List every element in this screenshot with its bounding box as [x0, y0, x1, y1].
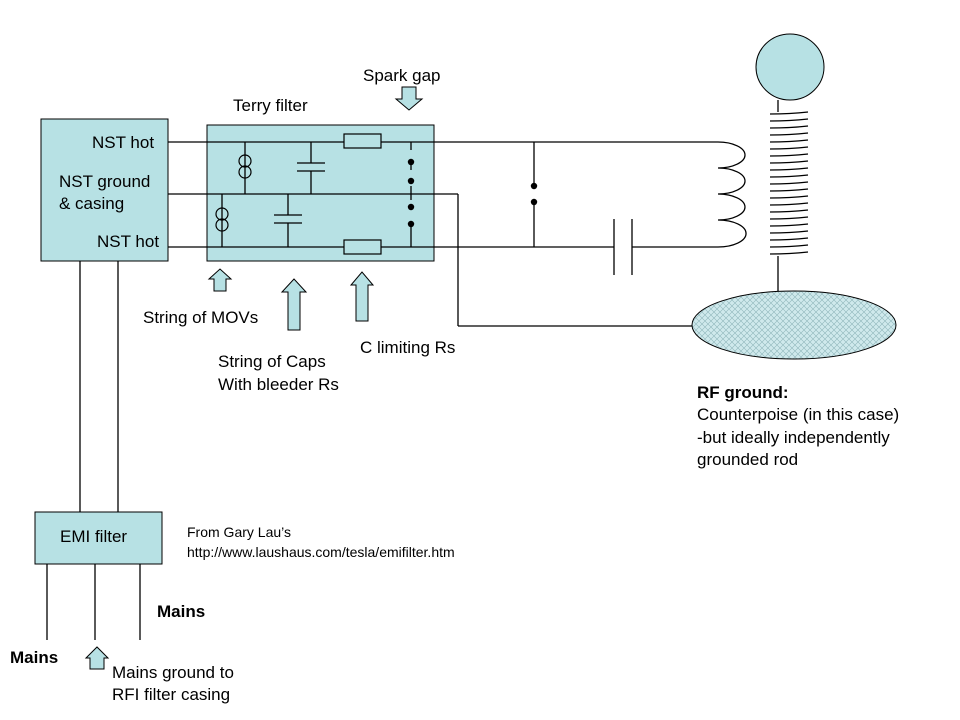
rf-ground-line-1: Counterpoise (in this case): [697, 405, 899, 424]
caps-arrow: [280, 278, 308, 331]
rf-ground-title: RF ground:: [697, 383, 789, 402]
c-limiting-resistor-top: [343, 133, 382, 149]
rf-ground-line-3: grounded rod: [697, 450, 798, 469]
mains-ground-arrow: [84, 646, 110, 670]
caps-label-2: With bleeder Rs: [218, 375, 339, 394]
credit-line-1: From Gary Lau’s: [187, 524, 291, 540]
credit-line-2: http://www.laushaus.com/tesla/emifilter.…: [187, 544, 455, 560]
emi-filter-label: EMI filter: [60, 527, 127, 546]
mains-label-left: Mains: [10, 648, 58, 667]
primary-capacitor: [613, 219, 633, 275]
mains-label-right: Mains: [157, 602, 205, 621]
caps-label-1: String of Caps: [218, 352, 326, 371]
mov-symbol-bottom: [215, 207, 229, 232]
terry-filter-box: [206, 124, 435, 262]
movs-arrow: [207, 268, 233, 292]
top-load: [755, 33, 825, 101]
emi-filter-box: [34, 511, 163, 565]
nst-hot-bottom-label: NST hot: [97, 232, 159, 251]
c-limiting-label: C limiting Rs: [360, 338, 455, 357]
mains-ground-label-2: RFI filter casing: [112, 685, 230, 704]
c-limiting-arrow: [349, 271, 375, 322]
nst-box: [40, 118, 169, 262]
rf-ground-line-2: -but ideally independently: [697, 428, 890, 447]
nst-ground-label-2: & casing: [59, 194, 124, 213]
primary-coil: [717, 141, 747, 248]
spark-gap-label: Spark gap: [363, 66, 441, 85]
counterpoise-rf-ground: [691, 290, 897, 360]
spark-gap-arrow: [394, 86, 424, 111]
nst-ground-label-1: NST ground: [59, 172, 150, 191]
main-spark-gap: [527, 182, 541, 206]
terry-filter-title: Terry filter: [233, 96, 308, 115]
filter-spark-gap-dots: [404, 150, 418, 228]
c-limiting-resistor-bottom: [343, 239, 382, 255]
mov-symbol-top: [238, 154, 252, 179]
movs-label: String of MOVs: [143, 308, 258, 327]
filter-capacitor-top: [297, 162, 325, 172]
secondary-coil: [769, 100, 809, 255]
nst-hot-top-label: NST hot: [92, 133, 154, 152]
filter-capacitor-bottom: [274, 214, 302, 224]
mains-ground-label-1: Mains ground to: [112, 663, 234, 682]
